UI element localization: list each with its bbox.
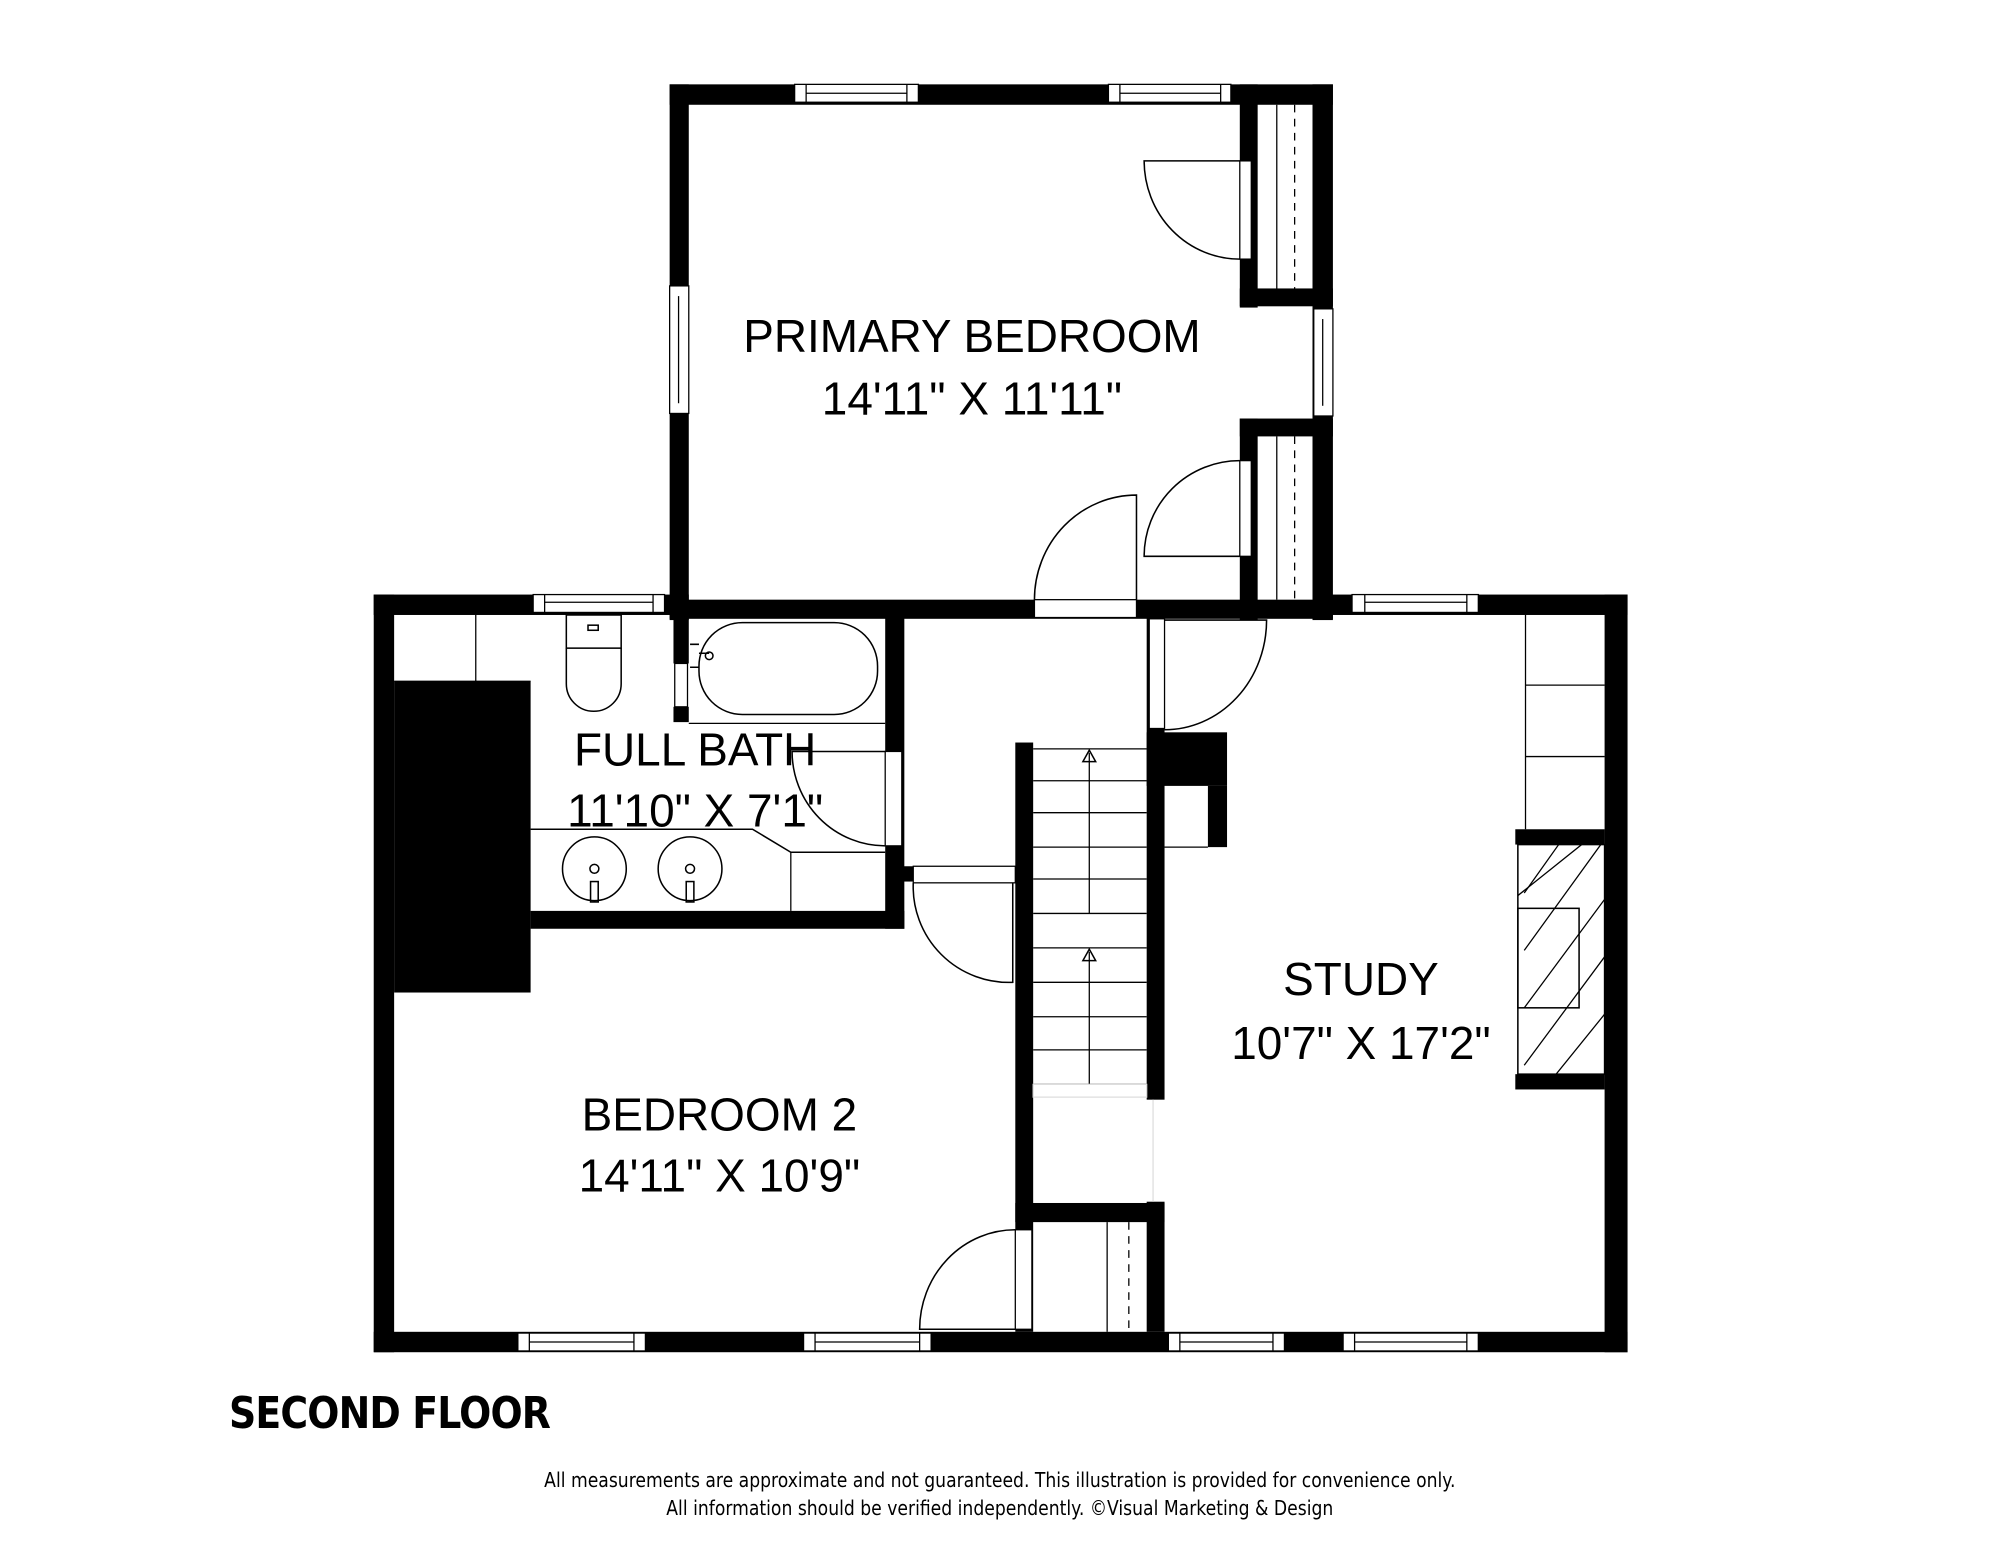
stairs xyxy=(903,614,1165,1332)
floor-title: SECOND FLOOR xyxy=(229,1388,551,1439)
bedroom-2-dimensions: 14'11" X 10'9" xyxy=(579,1150,861,1202)
primary-bedroom-name: PRIMARY BEDROOM xyxy=(743,310,1200,362)
full-bath xyxy=(394,614,905,993)
study-name: STUDY xyxy=(1283,953,1439,1005)
study xyxy=(1146,614,1606,1090)
full-bath-name: FULL BATH xyxy=(574,723,816,775)
disclaimer-line-2-text: All information should be verified indep… xyxy=(666,1496,1334,1520)
disclaimer-line-1: All measurements are approximate and not… xyxy=(0,1468,2000,1492)
disclaimer-line-1-text: All measurements are approximate and not… xyxy=(544,1468,1456,1492)
bedroom-2-name: BEDROOM 2 xyxy=(582,1088,857,1140)
full-bath-dimensions: 11'10" X 7'1" xyxy=(567,785,823,837)
primary-closets xyxy=(1143,104,1296,600)
study-dimensions: 10'7" X 17'2" xyxy=(1231,1017,1490,1069)
lower-windows xyxy=(517,593,1479,1352)
disclaimer-line-2: All information should be verified indep… xyxy=(0,1496,2000,1520)
outer-walls xyxy=(373,594,1628,1353)
primary-bedroom-windows xyxy=(669,83,1334,417)
primary-bedroom-dimensions: 14'11" X 11'11" xyxy=(822,373,1122,425)
primary-entry-door xyxy=(1033,494,1138,619)
